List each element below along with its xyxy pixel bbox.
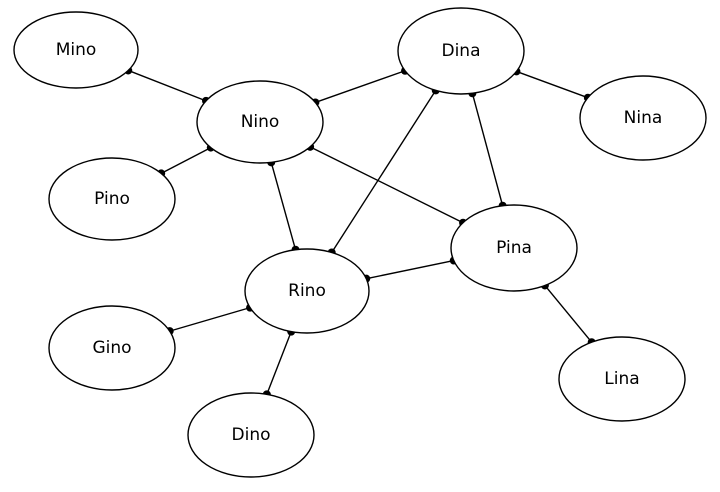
edge-nino-pino — [160, 146, 212, 175]
node-label: Nino — [241, 112, 280, 132]
node-nino: Nino — [196, 80, 324, 164]
node-label: Dina — [441, 41, 480, 61]
node-ellipse — [13, 11, 139, 89]
node-pino: Pino — [48, 157, 176, 241]
node-mino: Mino — [13, 11, 139, 89]
edge-dina-nina — [516, 70, 589, 99]
node-gino: Gino — [48, 305, 176, 391]
node-ellipse — [48, 305, 176, 391]
node-label: Dino — [232, 425, 271, 445]
node-ellipse — [450, 204, 578, 292]
edge-pina-lina — [544, 285, 593, 343]
node-label: Pino — [94, 189, 130, 209]
node-dina: Dina — [397, 7, 525, 95]
node-ellipse — [244, 248, 370, 334]
node-label: Lina — [604, 369, 639, 389]
edge-nino-rino — [270, 162, 297, 250]
edge-rino-pina — [366, 259, 454, 280]
node-nina: Nina — [579, 75, 707, 161]
node-pina: Pina — [450, 204, 578, 292]
node-label: Nina — [624, 108, 663, 128]
node-rino: Rino — [244, 248, 370, 334]
node-dino: Dino — [187, 392, 315, 478]
edge-mino-nino — [128, 69, 207, 102]
node-ellipse — [558, 336, 686, 422]
node-ellipse — [187, 392, 315, 478]
node-label: Mino — [56, 40, 97, 60]
node-ellipse — [397, 7, 525, 95]
node-ellipse — [196, 80, 324, 164]
edge-dina-pina — [471, 93, 504, 206]
edge-nino-dina — [315, 70, 406, 104]
edge-dina-rino — [331, 90, 437, 253]
node-ellipse — [579, 75, 707, 161]
node-label: Gino — [92, 338, 131, 358]
node-label: Pina — [496, 238, 532, 258]
node-label: Rino — [288, 281, 326, 301]
node-ellipse — [48, 157, 176, 241]
edge-nino-pina — [309, 146, 464, 224]
edge-rino-gino — [169, 306, 251, 332]
node-lina: Lina — [558, 336, 686, 422]
edge-rino-dino — [266, 331, 292, 395]
